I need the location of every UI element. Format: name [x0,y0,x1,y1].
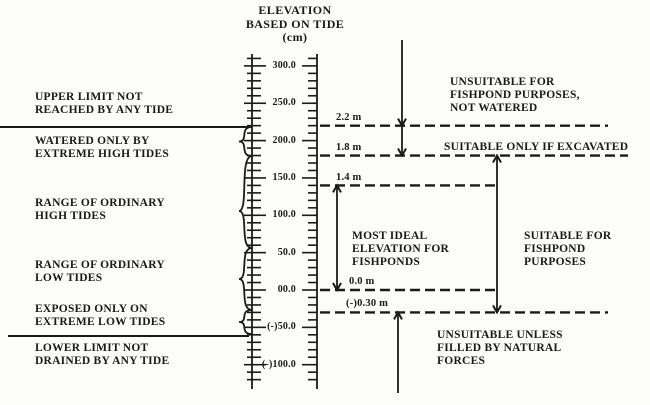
ruler-tick-label: 50.0 [277,246,296,258]
label-most-ideal-elevation: MOST IDEAL ELEVATION FOR FISHPONDS [352,230,450,268]
elevation-marker-label: 0.0 m [349,276,375,287]
label-suitable-for-fishpond: SUITABLE FOR FISHPOND PURPOSES [524,230,612,268]
elevation-marker-label: 1.4 m [336,172,362,183]
ruler-tick-label: 100.0 [272,209,296,221]
label-range-ordinary-low-tides: RANGE OF ORDINARY LOW TIDES [35,259,165,284]
tide-range-braces [238,126,253,335]
label-suitable-if-excavated: SUITABLE ONLY IF EXCAVATED [444,141,629,153]
label-lower-limit: LOWER LIMIT NOT DRAINED BY ANY TIDE [35,342,170,367]
label-range-ordinary-high-tides: RANGE OF ORDINARY HIGH TIDES [35,197,165,222]
elevation-marker-label: (-)0.30 m [346,298,389,309]
ruler-tick-label: (-)50.0 [267,321,296,333]
ruler-tick-label: 150.0 [272,171,296,183]
ruler-tick-label: (-)100.0 [261,358,296,370]
elevation-marker-label: 2.2 m [336,112,362,123]
ruler-tick-label: 00.0 [277,284,296,295]
label-watered-only: WATERED ONLY BY EXTREME HIGH TIDES [35,135,170,160]
dashed-elevation-lines [320,124,628,314]
ruler-tick-label: 250.0 [272,97,296,109]
diagram-title: ELEVATION BASED ON TIDE (cm) [245,3,345,44]
label-exposed-only: EXPOSED ONLY ON EXTREME LOW TIDES [35,303,166,328]
ruler-tick-label: 200.0 [272,134,296,146]
range-arrows [332,40,502,393]
ruler-ticks [244,57,317,381]
ruler-tick-label: 300.0 [272,59,296,71]
boundary-lines [0,126,249,337]
label-unsuitable-unless-filled: UNSUITABLE UNLESS FILLED BY NATURAL FORC… [437,329,563,367]
label-upper-limit: UPPER LIMIT NOT REACHED BY ANY TIDE [35,91,174,116]
label-unsuitable-not-watered: UNSUITABLE FOR FISHPOND PURPOSES, NOT WA… [450,76,580,114]
elevation-marker-label: 1.8 m [336,142,362,153]
